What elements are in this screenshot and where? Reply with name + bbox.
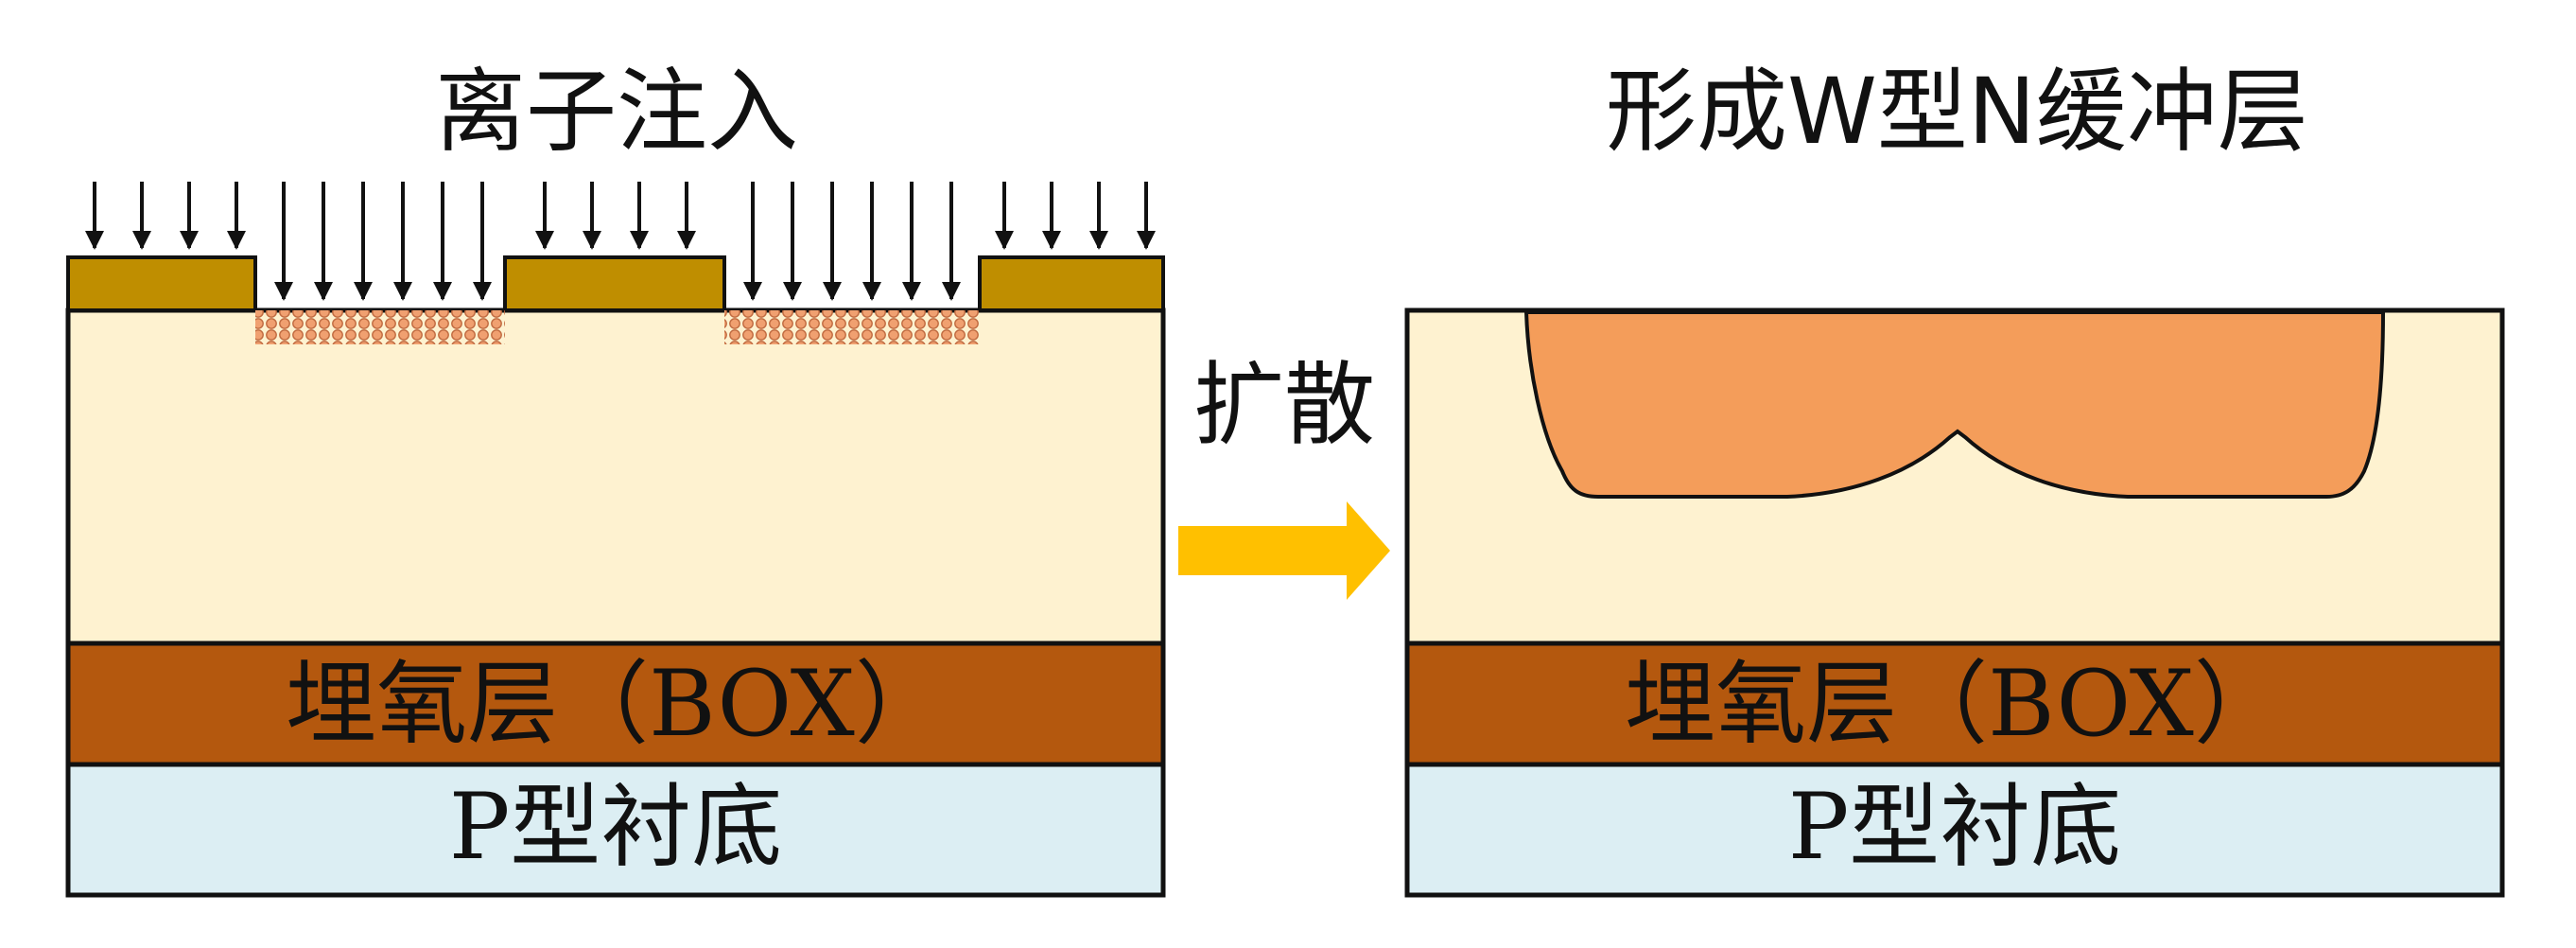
- left-substrate-layer: [65, 762, 1166, 898]
- right-substrate-layer: [1404, 762, 2505, 898]
- mask-block-2: [503, 255, 726, 312]
- right-box-label: 埋氧层（BOX）: [1625, 651, 2285, 757]
- process-arrow: [1178, 501, 1390, 600]
- implant-arrows: [85, 182, 1156, 301]
- implant-region-1: [255, 310, 505, 344]
- left-box-layer: [65, 641, 1166, 767]
- right-box-layer: [1404, 641, 2505, 767]
- mask-block-3: [978, 255, 1165, 312]
- left-panel: [65, 182, 1166, 898]
- process-arrow-label: 扩散: [1193, 352, 1375, 458]
- w-type-n-buffer-region: [1523, 310, 2386, 499]
- left-panel-title: 离子注入: [435, 59, 798, 165]
- left-silicon-layer: [65, 307, 1166, 646]
- right-arrow-icon: [1178, 501, 1390, 600]
- left-substrate-label: P型衬底: [448, 774, 783, 880]
- right-substrate-label: P型衬底: [1787, 774, 2122, 880]
- right-panel-title: 形成W型N缓冲层: [1606, 59, 2308, 165]
- left-box-label: 埋氧层（BOX）: [286, 651, 946, 757]
- mask-block-1: [66, 255, 257, 312]
- right-panel: [1404, 307, 2505, 898]
- implant-region-2: [724, 310, 980, 344]
